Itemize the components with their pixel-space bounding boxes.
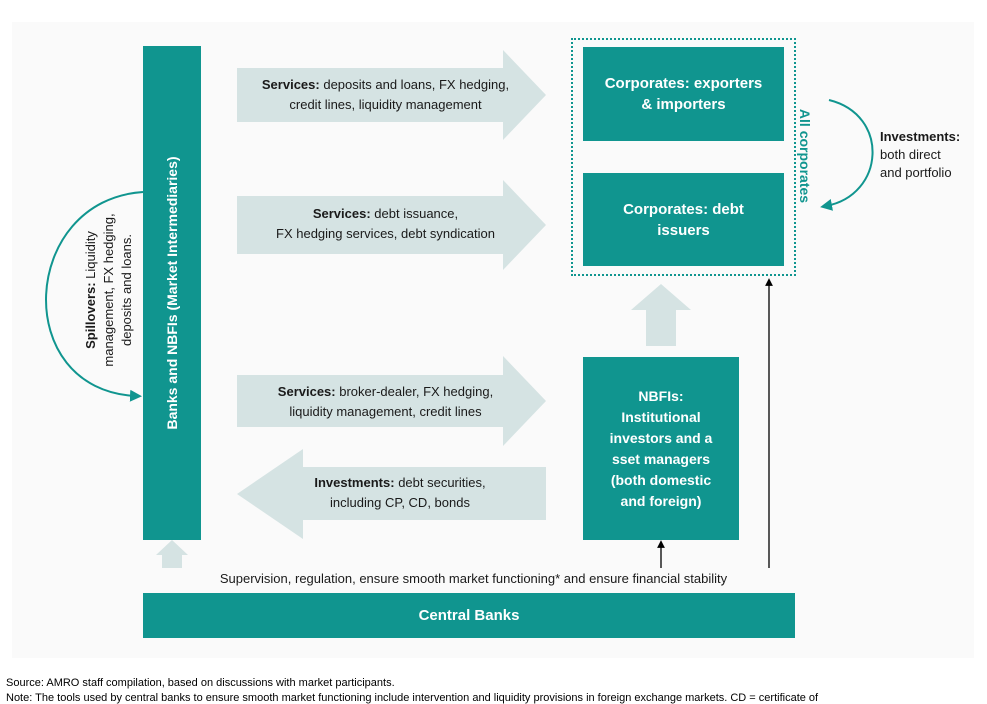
services-arrow-1-line2: credit lines, liquidity management bbox=[289, 97, 482, 112]
corporates-debt-line2: issuers bbox=[657, 221, 710, 239]
all-corporates-label: All corporates bbox=[797, 108, 813, 204]
services-arrow-2-line1: debt issuance, bbox=[374, 206, 459, 221]
spillovers-curve bbox=[45, 191, 144, 402]
services-arrow-3-label: Services: bbox=[277, 384, 336, 399]
supervision-text: Supervision, regulation, ensure smooth m… bbox=[219, 571, 728, 586]
investments-right-label: Investments: bbox=[880, 129, 961, 144]
services-arrow-1-label: Services: bbox=[261, 77, 320, 92]
services-arrow-3-text: Services: broker-dealer, FX hedging, liq… bbox=[243, 382, 528, 422]
corporates-debt-line1: Corporates: debt bbox=[623, 200, 744, 218]
nbfis-line6: and foreign) bbox=[620, 492, 702, 509]
investments-arrow-text: Investments: debt securities, including … bbox=[270, 473, 530, 513]
nbfis-line1: NBFIs: bbox=[638, 387, 684, 404]
investments-arrow-shape bbox=[237, 449, 546, 539]
services-arrow-1-text: Services: deposits and loans, FX hedging… bbox=[243, 75, 528, 115]
services-arrow-1-shape bbox=[237, 50, 546, 140]
nbfis-line2: Institutional bbox=[621, 408, 701, 425]
nbfis-line5: (both domestic bbox=[610, 471, 712, 488]
investments-arrow-label: Investments: bbox=[314, 475, 395, 490]
nbfis-up-arrow-shape bbox=[631, 284, 691, 346]
services-arrow-2-text: Services: debt issuance, FX hedging serv… bbox=[243, 204, 528, 244]
spillovers-text: Spillovers: Liquidity management, FX hed… bbox=[82, 200, 144, 380]
investments-arrow-line1: debt securities, bbox=[398, 475, 486, 490]
source-note: Source: AMRO staff compilation, based on… bbox=[6, 677, 395, 689]
nbfis-line4: sset managers bbox=[611, 450, 711, 467]
investments-curve bbox=[820, 99, 874, 211]
corporates-exporters-line1: Corporates: exporters bbox=[604, 75, 763, 92]
banks-nbfis-bar: Banks and NBFIs (Market Intermediaries) bbox=[143, 46, 201, 540]
corporates-debt-box: Corporates: debt issuers bbox=[583, 173, 784, 266]
nbfis-line3: investors and a bbox=[609, 429, 713, 446]
central-banks-label: Central Banks bbox=[418, 607, 520, 624]
investments-right-line2: and portfolio bbox=[880, 165, 952, 180]
services-arrow-2-line2: FX hedging services, debt syndication bbox=[276, 226, 495, 241]
corporates-exporters-line2: & importers bbox=[641, 96, 726, 113]
banks-nbfis-label: Banks and NBFIs (Market Intermediaries) bbox=[164, 156, 180, 430]
spillovers-label: Spillovers: bbox=[83, 282, 98, 349]
services-arrow-1-line1: deposits and loans, FX hedging, bbox=[323, 77, 510, 92]
investments-right-line1: both direct bbox=[880, 147, 941, 162]
all-corporates-frame bbox=[571, 38, 796, 276]
central-banks-bar: Central Banks bbox=[143, 593, 795, 638]
services-arrow-3-line2: liquidity management, credit lines bbox=[289, 404, 482, 419]
services-arrow-3-line1: broker-dealer, FX hedging, bbox=[339, 384, 494, 399]
corporates-exporters-box: Corporates: exporters & importers bbox=[583, 47, 784, 141]
footnote: Note: The tools used by central banks to… bbox=[6, 692, 819, 704]
services-arrow-2-shape bbox=[237, 180, 546, 270]
services-arrow-3-shape bbox=[237, 356, 546, 446]
investments-arrow-line2: including CP, CD, bonds bbox=[330, 495, 470, 510]
nbfis-box: NBFIs: Institutional investors and a sse… bbox=[583, 357, 739, 540]
investments-right-text: Investments: both direct and portfolio bbox=[880, 128, 980, 182]
services-arrow-2-label: Services: bbox=[312, 206, 371, 221]
cb-to-banks-arrow-shape bbox=[156, 540, 188, 568]
